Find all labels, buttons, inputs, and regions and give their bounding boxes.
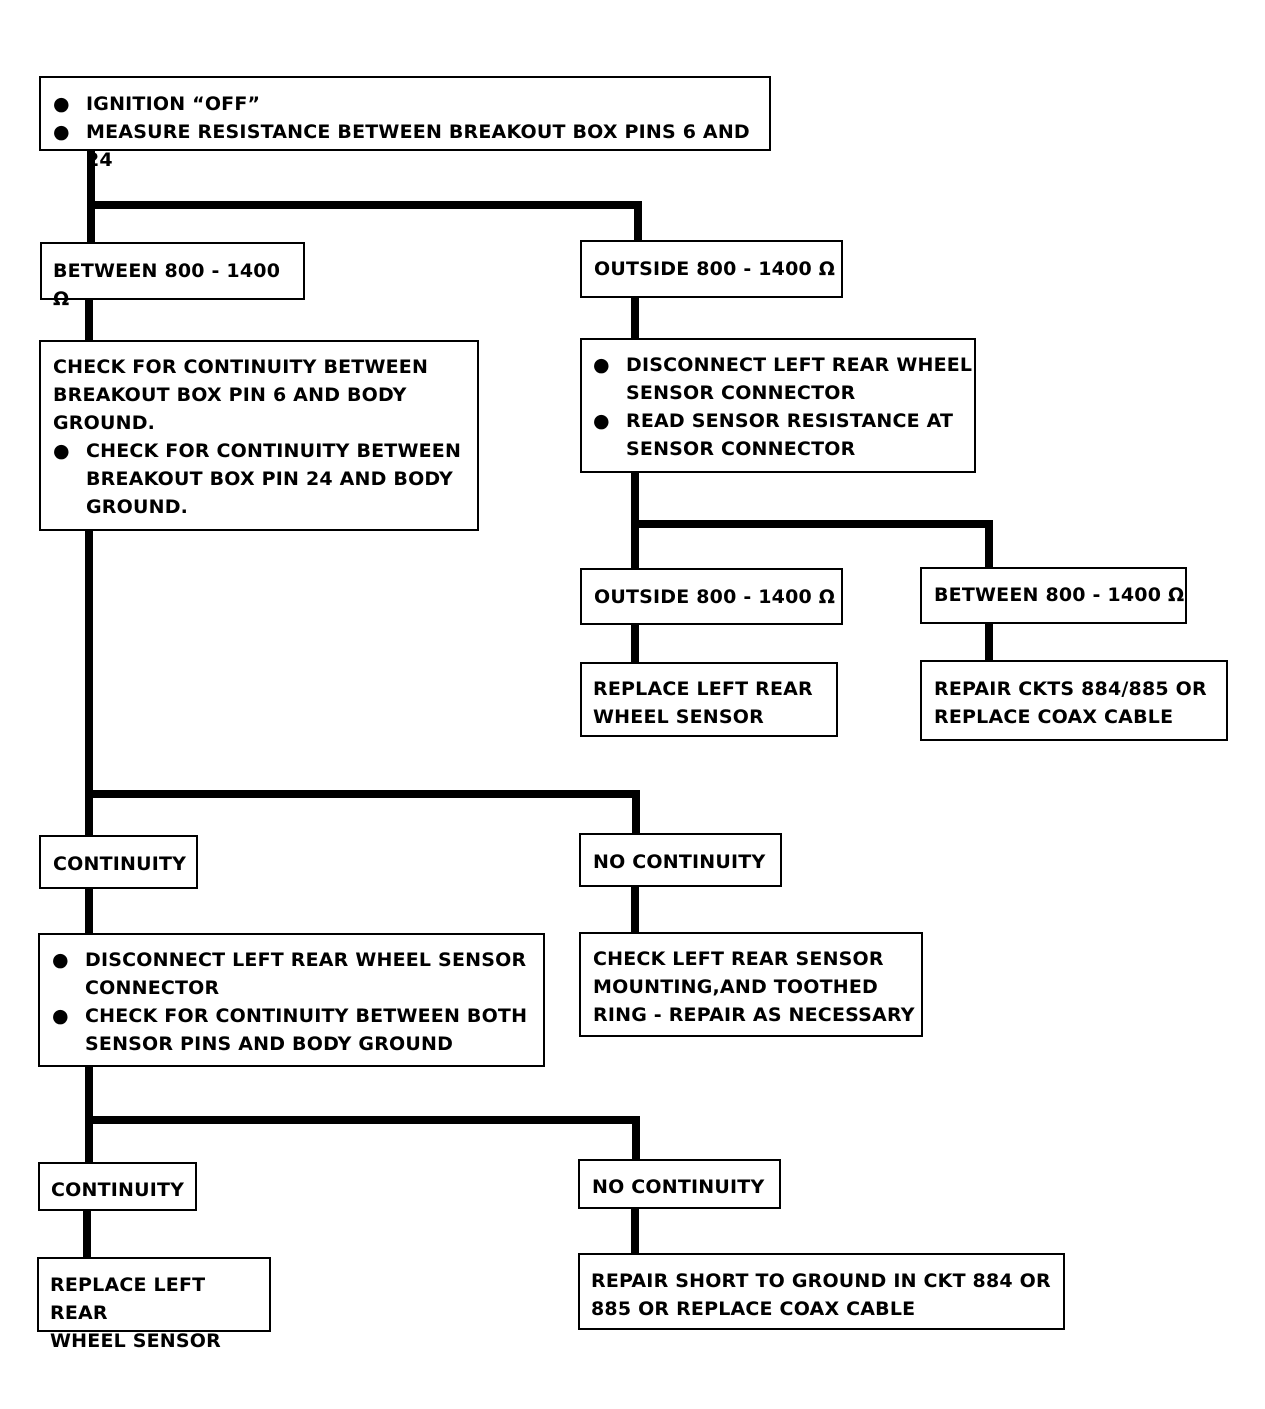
disconnect1-item2-line-1: READ SENSOR RESISTANCE AT <box>626 410 954 432</box>
disconnect2-item2-line-1: CHECK FOR CONTINUITY BETWEEN BOTH <box>85 1005 528 1027</box>
connector-branch-4 <box>85 1116 640 1124</box>
replace-sensor-box-2: REPLACE LEFT REAR WHEEL SENSOR <box>37 1257 271 1352</box>
connector-nocont2-repair <box>631 1207 639 1255</box>
check-mount-line-3: RING - REPAIR AS NECESSARY <box>593 1004 915 1026</box>
between-range-label-1: BETWEEN 800 - 1400 <box>53 260 281 282</box>
no-continuity-label-2: NO CONTINUITY <box>592 1176 765 1198</box>
connector-outside1-disconnect <box>631 297 639 339</box>
connector-drop-between-2 <box>985 520 993 568</box>
connector-between2-repair <box>985 623 993 662</box>
check-continuity-box: CHECK FOR CONTINUITY BETWEEN BREAKOUT BO… <box>39 340 479 531</box>
ohm-symbol: Ω <box>818 586 836 608</box>
outside-range-box-1: OUTSIDE 800 - 1400 Ω <box>580 240 843 298</box>
check-item-line-2: BREAKOUT BOX PIN 24 AND BODY <box>86 468 453 490</box>
check-item-line-1: CHECK FOR CONTINUITY BETWEEN <box>86 440 462 462</box>
no-continuity-box-2: NO CONTINUITY <box>578 1159 781 1209</box>
repair1-line-1: REPAIR CKTS 884/885 OR <box>934 678 1207 700</box>
continuity-label-2: CONTINUITY <box>51 1179 185 1201</box>
between-range-label-2: BETWEEN 800 - 1400 <box>934 584 1162 606</box>
repair-ckts-box: REPAIR CKTS 884/885 OR REPLACE COAX CABL… <box>920 660 1228 741</box>
repair2-line-2: 885 OR REPLACE COAX CABLE <box>591 1298 916 1320</box>
disconnect2-item2-line-2: SENSOR PINS AND BODY GROUND <box>85 1033 454 1055</box>
no-continuity-label-1: NO CONTINUITY <box>593 851 766 873</box>
connector-branch-3 <box>85 790 640 798</box>
connector-branch-1 <box>87 201 642 209</box>
repair1-line-2: REPLACE COAX CABLE <box>934 706 1174 728</box>
ohm-symbol: Ω <box>1167 584 1185 606</box>
disconnect-read-box: ● DISCONNECT LEFT REAR WHEEL SENSOR CONN… <box>580 338 976 473</box>
connector-trunk-4 <box>85 1065 93 1163</box>
connector-continuity2-replace <box>83 1209 91 1259</box>
continuity-box-2: CONTINUITY <box>38 1162 197 1211</box>
replace-sensor-box-1: REPLACE LEFT REAR WHEEL SENSOR <box>580 662 838 737</box>
connector-drop-nocont-2 <box>632 1116 640 1160</box>
check-lead-line-3: GROUND. <box>53 412 156 434</box>
check-mount-line-2: MOUNTING,AND TOOTHED <box>593 976 879 998</box>
check-mount-line-1: CHECK LEFT REAR SENSOR <box>593 948 884 970</box>
continuity-box-1: CONTINUITY <box>39 835 198 889</box>
connector-trunk-1 <box>87 150 95 242</box>
check-lead-line-1: CHECK FOR CONTINUITY BETWEEN <box>53 356 429 378</box>
connector-drop-nocont-1 <box>632 790 640 834</box>
outside-range-label-2: OUTSIDE 800 - 1400 <box>594 586 812 608</box>
check-item-line-3: GROUND. <box>86 496 189 518</box>
ohm-symbol: Ω <box>818 258 836 280</box>
disconnect1-item2-line-2: SENSOR CONNECTOR <box>626 438 856 460</box>
start-box: ●IGNITION “OFF” ●MEASURE RESISTANCE BETW… <box>39 76 771 171</box>
connector-branch-2 <box>631 520 993 528</box>
disconnect1-item1-line-2: SENSOR CONNECTOR <box>626 382 856 404</box>
start-item-1: IGNITION “OFF” <box>86 93 261 115</box>
replace2-line-2: WHEEL SENSOR <box>50 1330 221 1352</box>
between-range-box-1: BETWEEN 800 - 1400 Ω <box>40 242 305 310</box>
between-range-box-2: BETWEEN 800 - 1400 Ω <box>920 567 1187 624</box>
ohm-symbol: Ω <box>53 288 70 310</box>
disconnect1-item1-line-1: DISCONNECT LEFT REAR WHEEL <box>626 354 973 376</box>
repair-short-box: REPAIR SHORT TO GROUND IN CKT 884 OR 885… <box>578 1253 1065 1330</box>
replace1-line-1: REPLACE LEFT REAR <box>593 678 813 700</box>
connector-continuity1-disconnect <box>85 887 93 935</box>
replace1-line-2: WHEEL SENSOR <box>593 706 764 728</box>
check-lead-line-2: BREAKOUT BOX PIN 6 AND BODY <box>53 384 407 406</box>
connector-nocont1-checkmount <box>631 885 639 933</box>
repair2-line-1: REPAIR SHORT TO GROUND IN CKT 884 OR <box>591 1270 1051 1292</box>
connector-trunk-3 <box>85 530 93 837</box>
replace2-line-1: REPLACE LEFT REAR <box>50 1274 206 1324</box>
connector-between1-check <box>85 298 93 341</box>
disconnect2-item1-line-1: DISCONNECT LEFT REAR WHEEL SENSOR <box>85 949 527 971</box>
outside-range-box-2: OUTSIDE 800 - 1400 Ω <box>580 568 843 625</box>
continuity-label-1: CONTINUITY <box>53 853 187 875</box>
outside-range-label-1: OUTSIDE 800 - 1400 <box>594 258 812 280</box>
disconnect2-item1-line-2: CONNECTOR <box>85 977 220 999</box>
no-continuity-box-1: NO CONTINUITY <box>579 833 782 887</box>
connector-drop-outside-1 <box>634 201 642 242</box>
start-item-2: MEASURE RESISTANCE BETWEEN BREAKOUT BOX … <box>86 121 750 171</box>
disconnect-check-box: ● DISCONNECT LEFT REAR WHEEL SENSOR CONN… <box>38 933 545 1067</box>
check-mounting-box: CHECK LEFT REAR SENSOR MOUNTING,AND TOOT… <box>579 932 923 1037</box>
connector-outside2-replace <box>631 624 639 664</box>
